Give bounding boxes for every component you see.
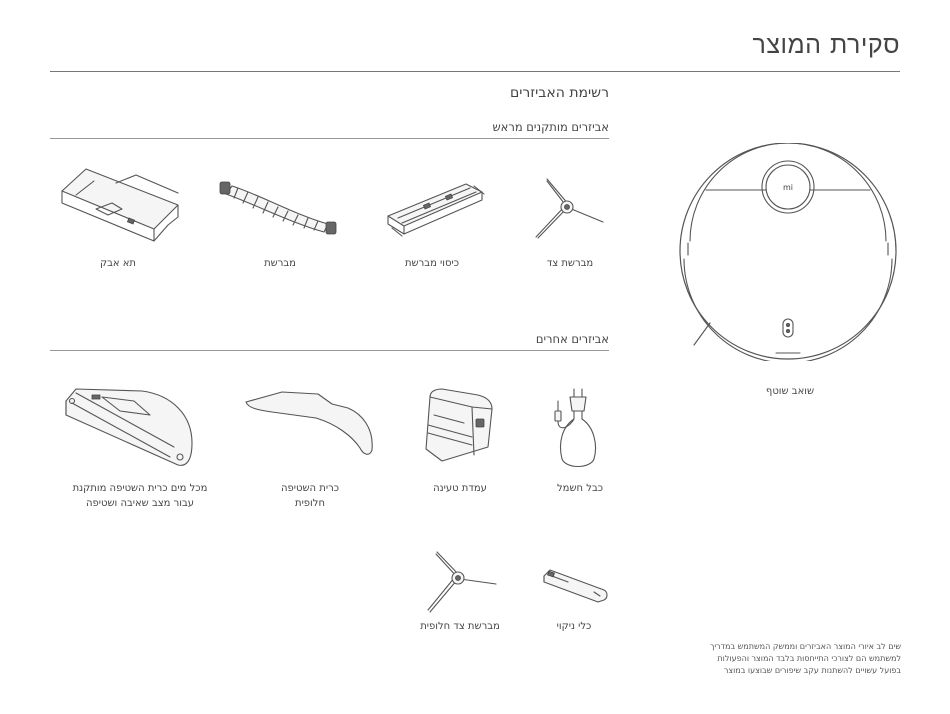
accessories-list-heading: רשימת האביזרים [509,85,609,101]
title-divider [50,71,900,72]
cleaning-tool-icon [543,569,608,603]
water-tank-icon [65,388,193,466]
power-cord-label: כבל חשמל [556,483,604,494]
side-brush-label: מברשת צד [546,258,594,269]
brush-cover-label: כיסוי מברשת [404,258,460,269]
vacuum-label: שואב שוטף [765,386,815,397]
mop-pad-icon [245,391,373,455]
charging-dock-icon [425,388,493,462]
main-brush-icon [219,181,337,235]
water-tank-label-line2: עבור מצב שאיבה ושטיפה [85,498,195,509]
other-divider [50,350,609,351]
preinstalled-heading: אביזרים מותקנים מראש [492,120,610,134]
note-line-1: שים לב איורי המוצר האביזרים וממשק המשתמש… [710,642,901,651]
mop-pad-label-line2: חלופית [295,498,325,509]
power-cord-icon [554,388,597,468]
mop-pad-label: כרית השטיפה [280,483,340,494]
disclaimer-note: שים לב איורי המוצר האביזרים וממשק המשתמש… [710,641,901,677]
charging-dock-label: עמדת טעינה [433,483,487,494]
side-brush-icon [535,178,604,239]
other-heading: אביזרים אחרים [535,332,609,346]
main-brush-label: מברשת [264,258,296,269]
robot-vacuum-icon: mi [679,143,897,361]
spare-side-brush-label: מברשת צד חלופית [420,621,500,632]
page-title: סקירת המוצר [752,30,900,59]
vacuum-logo: mi [783,183,793,192]
dust-bin-label: תא אבק [100,258,136,269]
preinstalled-divider [50,138,609,139]
note-line-3: בפועל עשויים להשתנות עקב שיפורים שבוצעו … [723,666,901,675]
brush-cover-icon [387,183,485,237]
cleaning-tool-label: כלי ניקוי [556,621,592,632]
water-tank-label: מכל מים כרית השטיפה מותקנת [72,483,208,494]
dust-bin-icon [61,168,179,242]
side-brush-icon [427,551,497,613]
note-line-2: למשתמש הם לצורכי התייחסות בלבד המוצר והפ… [717,654,901,663]
